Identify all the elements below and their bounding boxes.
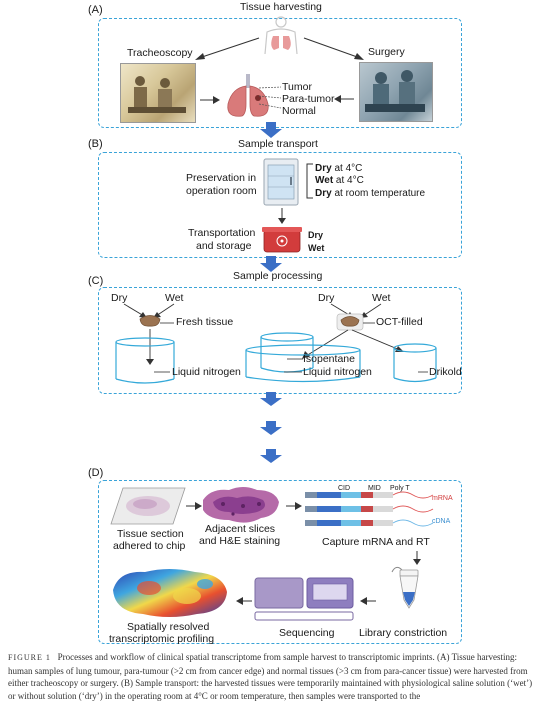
ln2-right-pointer: [284, 371, 302, 373]
panel-b-title: Sample transport: [238, 138, 318, 150]
sequencer-icon: [254, 577, 354, 621]
box-label-dry: Dry: [308, 230, 324, 240]
surgery-figures: [365, 70, 425, 112]
isopentane-pointer: [287, 358, 303, 360]
isopentane-label: Isopentane: [303, 353, 355, 365]
fridge-to-box-arrow: [278, 208, 286, 224]
flow-arrow-a-b: [260, 122, 282, 138]
panel-c-box: [98, 287, 462, 394]
slices-to-capture-arrow: [286, 502, 302, 510]
panel-a-box: [98, 18, 462, 128]
tissue-chip-icon: [110, 487, 186, 525]
flow-arrow-b-c: [260, 256, 282, 272]
figure-number: FIGURE 1: [8, 653, 51, 662]
panel-b-label: (B): [88, 138, 103, 150]
left-drop-arrow: [146, 329, 154, 365]
sample-pointer-lines: [258, 86, 282, 109]
capture-label: Capture mRNA and RT: [322, 536, 430, 548]
library-tube-icon: [391, 566, 419, 609]
drikold-container: [393, 343, 437, 383]
transport-line-1: Transportation: [188, 227, 256, 239]
right-dry-label: Dry: [318, 292, 335, 304]
left-wet-label: Wet: [165, 292, 184, 304]
tracheoscopy-arrow: [195, 37, 260, 60]
liquid-nitrogen-left-label: Liquid nitrogen: [172, 366, 241, 378]
panel-d-box: [98, 480, 462, 644]
oct-pointer: [363, 322, 375, 324]
sample-tumor: Tumor: [282, 81, 312, 93]
box-label-wet: Wet: [308, 243, 325, 253]
drikold-pointer: [418, 371, 428, 373]
library-label: Library constriction: [359, 627, 448, 639]
liquid-nitrogen-tube-left: [115, 337, 175, 384]
condition-3: Dry at room temperature: [315, 188, 426, 199]
condition-1: Dry at 4°C: [315, 163, 363, 174]
figure-caption: FIGURE 1 Processes and workflow of clini…: [8, 651, 536, 702]
slices-line-1: Adjacent slices: [205, 523, 276, 535]
panel-a-label: (A): [88, 4, 103, 16]
panel-c-label: (C): [88, 275, 104, 287]
refrigerator-icon: [263, 158, 299, 206]
sample-para-tumor: Para-tumor: [282, 93, 335, 105]
mrna-label: mRNA: [432, 495, 453, 502]
he-stained-slice-icon: [203, 487, 279, 523]
transport-box-icon: [262, 227, 302, 253]
panel-b-box: [98, 152, 462, 258]
flow-arrow-storage-qc: [260, 421, 282, 435]
liquid-nitrogen-outer-container: [245, 344, 361, 383]
left-to-lungs-arrow: [200, 96, 220, 104]
fresh-tissue-icon: [139, 315, 161, 327]
panel-c-title: Sample processing: [233, 270, 323, 282]
preservation-line-2: operation room: [186, 185, 257, 197]
profiling-line-2: transcriptomic profiling: [109, 633, 215, 645]
sequencing-to-profiling-arrow: [236, 597, 252, 605]
probe-label-polyt: Poly T: [390, 485, 410, 492]
transport-line-2: and storage: [196, 240, 252, 252]
chip-to-slices-arrow: [186, 502, 202, 510]
probe-label-mid: MID: [368, 485, 381, 492]
profiling-line-1: Spatially resolved: [127, 621, 210, 633]
preservation-line-1: Preservation in: [186, 172, 257, 184]
oct-tissue-icon: [336, 313, 364, 331]
capture-to-library-arrow: [413, 551, 421, 565]
tracheoscopy-figures: [128, 76, 186, 113]
panel-d-label: (D): [88, 467, 104, 479]
library-to-sequencing-arrow: [360, 597, 376, 605]
conditions-bracket: [306, 163, 313, 199]
body-silhouette-icon: [264, 16, 298, 55]
lungs-icon: [227, 74, 269, 117]
capture-probe-schematic: [305, 491, 434, 527]
surgery-label: Surgery: [368, 46, 405, 58]
fresh-tissue-pointer: [160, 322, 174, 324]
probe-label-cid: CID: [338, 485, 351, 492]
right-wet-label: Wet: [372, 292, 391, 304]
drikold-label: Drikold: [429, 366, 462, 378]
condition-2: Wet at 4°C: [315, 175, 364, 186]
liquid-nitrogen-right-label: Liquid nitrogen: [303, 366, 372, 378]
flow-arrow-c-storage: [260, 392, 282, 406]
slices-line-2: and H&E staining: [199, 535, 281, 547]
ln2-left-pointer: [154, 371, 170, 373]
tissue-section-line-2: adhered to chip: [113, 540, 186, 552]
fresh-tissue-label: Fresh tissue: [176, 316, 234, 328]
spatial-heatmap-image: [113, 569, 227, 617]
sequencing-label: Sequencing: [279, 627, 335, 639]
tracheoscopy-label: Tracheoscopy: [127, 47, 193, 59]
flow-arrow-qc-stereo: [260, 449, 282, 463]
tissue-section-line-1: Tissue section: [117, 528, 184, 540]
sample-normal: Normal: [282, 105, 316, 117]
figure-caption-text: Processes and workflow of clinical spati…: [8, 652, 533, 701]
right-to-lungs-arrow: [334, 95, 354, 103]
oct-filled-label: OCT-filled: [376, 316, 423, 328]
surgery-arrow: [303, 37, 364, 60]
left-dry-label: Dry: [111, 292, 128, 304]
panel-a-title: Tissue harvesting: [240, 1, 322, 13]
cdna-label: cDNA: [432, 518, 451, 525]
